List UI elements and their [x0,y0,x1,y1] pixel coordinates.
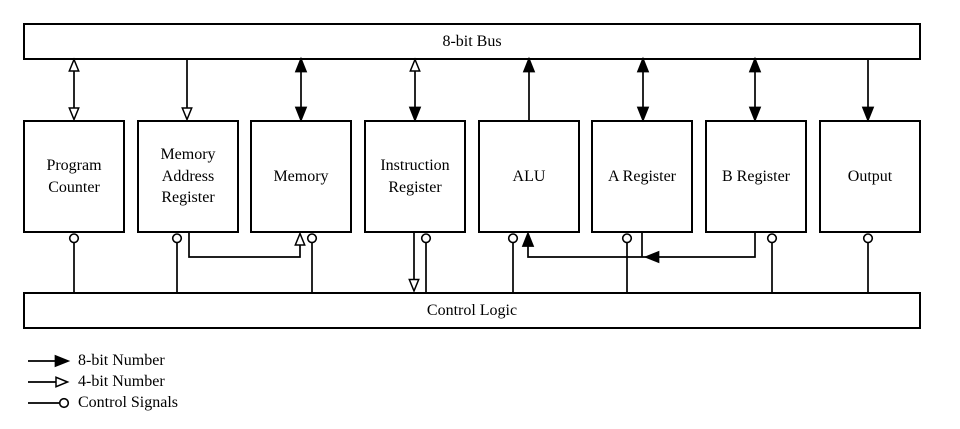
control-signal-instruction-register [420,233,432,292]
control-signal-a-register [621,233,633,292]
control-circle-icon [306,233,318,244]
alu-bus-arrow [522,56,536,120]
filled-arrowhead-down-icon [408,106,422,123]
registers-alu-operand-path [521,231,756,264]
bus-a-register-arrow [636,56,650,123]
filled-arrowhead-up-icon [748,56,762,73]
bus-instruction-register-arrow [408,57,422,123]
memory-box: Memory [250,120,352,233]
a-register-label: A Register [608,167,676,185]
legend-label-8bit: 8-bit Number [78,352,165,369]
control-signal-alu [507,233,519,292]
open-arrowhead-down-icon [181,107,193,122]
legend-4bit-arrow-icon [28,376,70,388]
filled-arrowhead-up-icon [294,56,308,73]
output-label: Output [847,167,893,185]
control-logic-label: Control Logic [426,301,518,319]
open-arrowhead-up-icon [68,57,80,72]
control-circle-icon [766,233,778,244]
control-signal-output [862,233,874,292]
output-box: Output [819,120,921,233]
filled-arrowhead-down-icon [861,106,875,123]
b-register-box: B Register [705,120,807,233]
bus-program-counter-arrow [68,57,80,122]
legend-control-signal-icon [28,397,70,409]
bus-output-arrow [861,59,875,123]
control-signal-memory [306,233,318,292]
open-arrowhead-up-icon [294,231,306,246]
program-counter-label: Program Counter [46,156,102,196]
b-register-label: B Register [722,167,790,185]
control-circle-icon [171,233,183,244]
open-arrowhead-down-icon [408,278,420,293]
control-signal-program-counter [68,233,80,292]
a-register-box: A Register [591,120,693,233]
memory-address-register-box: Memory Address Register [137,120,239,233]
filled-arrowhead-up-icon [636,56,650,73]
bus-box: 8-bit Bus [23,23,921,60]
control-circle-icon [507,233,519,244]
control-circle-icon [68,233,80,244]
filled-arrowhead-down-icon [294,106,308,123]
bus-label: 8-bit Bus [442,32,502,50]
open-arrowhead-down-icon [68,107,80,122]
control-signal-mar [171,233,183,292]
memory-label: Memory [273,167,329,185]
control-logic-box: Control Logic [23,292,921,329]
open-arrowhead-up-icon [409,57,421,72]
filled-arrowhead-down-icon [748,106,762,123]
legend-8bit-arrow-icon [28,354,71,368]
control-circle-icon [862,233,874,244]
legend-label-4bit: 4-bit Number [78,373,165,390]
bus-memory-arrow [294,56,308,123]
instruction-register-label: Instruction Register [380,156,450,196]
control-signal-b-register [766,233,778,292]
memory-address-register-label: Memory Address Register [160,146,216,207]
alu-box: ALU [478,120,580,233]
mar-memory-address-path [188,231,306,258]
alu-label: ALU [512,167,546,185]
filled-arrowhead-up-icon [522,56,536,73]
instruction-register-box: Instruction Register [364,120,466,233]
filled-arrowhead-down-icon [636,106,650,123]
bus-mar-arrow [181,59,193,122]
filled-arrowhead-left-icon [643,250,660,264]
control-circle-icon [420,233,432,244]
control-circle-icon [621,233,633,244]
legend-label-control: Control Signals [78,394,179,411]
program-counter-box: Program Counter [23,120,125,233]
bus-b-register-arrow [748,56,762,123]
instruction-register-control-logic-arrow [408,233,420,293]
filled-arrowhead-up-icon [521,231,535,247]
